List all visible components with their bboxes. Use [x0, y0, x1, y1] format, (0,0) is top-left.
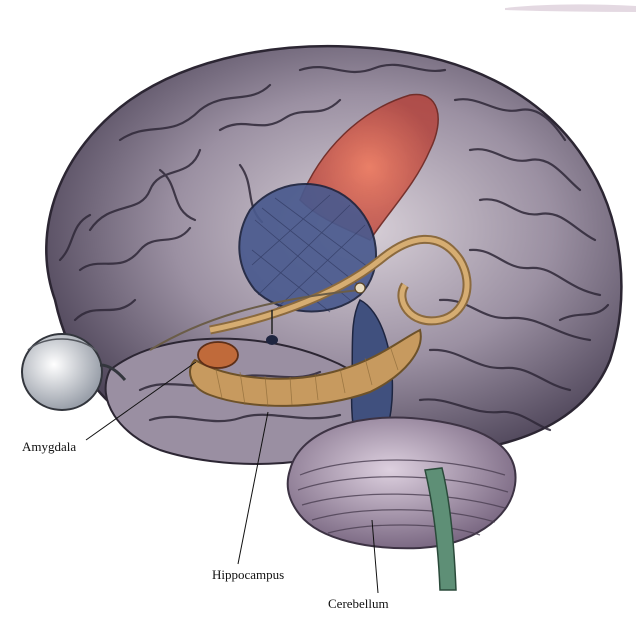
cerebellum-label: Cerebellum [328, 596, 389, 611]
spinal-cord [424, 467, 457, 591]
hippocampus-label: Hippocampus [212, 567, 285, 582]
hippocampus-leader-line [237, 411, 269, 565]
thalamus-hatching [251, 194, 373, 313]
amygdala-structure [197, 341, 239, 369]
hippocampus-structure [189, 328, 422, 407]
cerebellum-structure [286, 416, 517, 550]
mammillary-body [266, 335, 278, 345]
gyri-texture [58, 63, 610, 432]
commissure-fiber [149, 289, 361, 351]
cerebellum-folia [297, 459, 509, 536]
amygdala-label: Amygdala [22, 439, 77, 454]
fornix-node [354, 282, 366, 294]
eyeball [21, 333, 103, 411]
cerebellum-leader-line [371, 519, 379, 594]
amygdala-leader-line [85, 361, 197, 441]
